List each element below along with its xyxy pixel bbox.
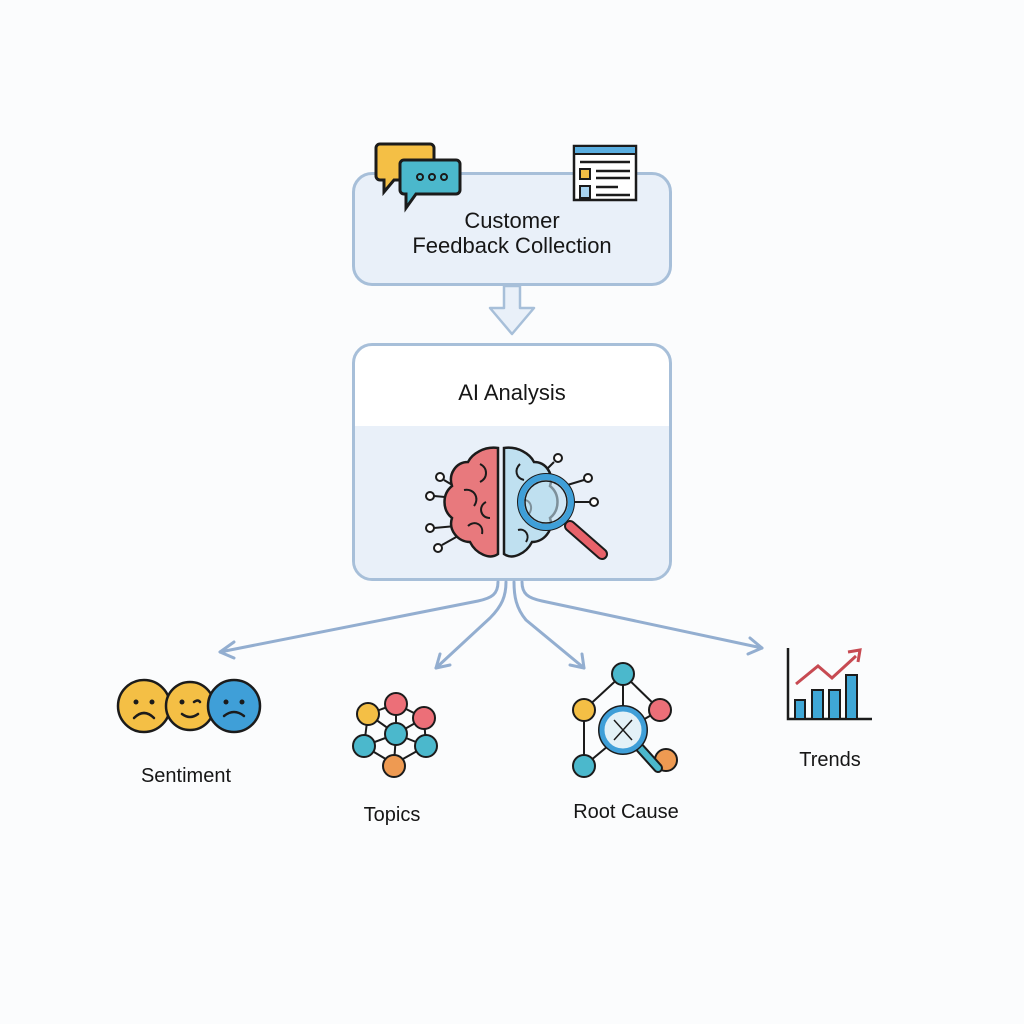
down-arrow xyxy=(488,284,536,336)
root-cause-network-icon xyxy=(572,662,678,778)
collection-title-line2: Feedback Collection xyxy=(412,233,612,258)
trend-chart-icon xyxy=(786,648,872,721)
topic-network-icon xyxy=(352,692,438,778)
emoji-faces-icon xyxy=(116,678,262,734)
arrow-to-sentiment xyxy=(218,580,500,654)
output-label-topics: Topics xyxy=(363,804,421,826)
arrow-to-root-cause xyxy=(512,580,586,670)
output-label-trends: Trends xyxy=(799,749,861,771)
brain-magnifier-icon xyxy=(425,446,608,560)
arrow-to-trends xyxy=(520,580,764,650)
output-label-sentiment: Sentiment xyxy=(140,765,232,787)
analysis-title: AI Analysis xyxy=(458,380,566,405)
web-form-icon xyxy=(572,144,638,202)
arrow-to-topics xyxy=(434,580,508,670)
collection-title-line1: Customer xyxy=(464,208,560,233)
chat-bubbles-icon xyxy=(374,142,462,213)
output-label-root-cause: Root Cause xyxy=(573,801,679,823)
